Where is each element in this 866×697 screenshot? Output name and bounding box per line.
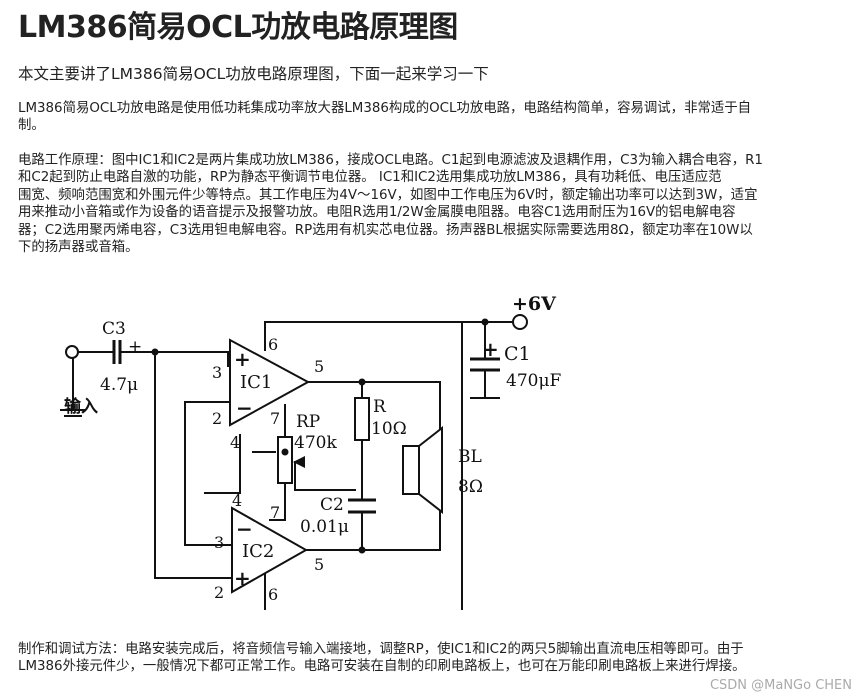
- article-title: LM386简易OCL功放电路原理图: [18, 10, 458, 45]
- watermark: CSDN @MaNGo CHEN: [709, 678, 852, 693]
- text-line: 围宽、频响范围宽和外围元件少等特点。其工作电压为4V～16V，如图中工作电压为6…: [18, 187, 758, 203]
- c1-value: 470μF: [506, 371, 561, 391]
- text-line: 电路工作原理：图中IC1和IC2是两片集成功放LM386，接成OCL电路。C1起…: [18, 153, 763, 168]
- r-resistor-symbol: [354, 397, 370, 441]
- rp-value: 470k: [294, 433, 337, 453]
- rp-wiper-arrow: [293, 456, 305, 468]
- input-label: 输入: [64, 396, 98, 417]
- rp-label: RP: [296, 412, 320, 432]
- c3-capacitor-symbol: [112, 340, 122, 364]
- intro-paragraph: LM386简易OCL功放电路是使用低功耗集成功率放大器LM386构成的OCL功放…: [18, 100, 863, 135]
- ic1-amplifier-symbol: [229, 338, 311, 427]
- c3-value: 4.7μ: [100, 375, 138, 395]
- ic1-minus-sign: −: [236, 396, 253, 420]
- bl-value: 8Ω: [458, 477, 483, 497]
- supply-label: +6V: [512, 293, 557, 315]
- pin-label: 3: [214, 533, 224, 552]
- input-terminal: [60, 345, 86, 417]
- c2-capacitor-symbol: [348, 498, 376, 514]
- supply-terminal: [512, 314, 528, 330]
- c1-plus-sign: +: [482, 337, 499, 361]
- article-lead: 本文主要讲了LM386简易OCL功放电路原理图，下面一起来学习一下: [18, 65, 489, 83]
- ic1-label: IC1: [240, 372, 272, 393]
- c3-plus-sign: +: [128, 337, 142, 357]
- speaker-symbol: [402, 425, 443, 515]
- bl-label: BL: [458, 447, 482, 467]
- r-label: R: [373, 397, 387, 417]
- text-line: 和C2起到防止电路自激的功能，RP为静态平衡调节电位器。 IC1和IC2选用集成…: [18, 170, 722, 186]
- pin-label: 5: [314, 357, 324, 376]
- text-line: 制。: [18, 118, 45, 134]
- c1-capacitor-symbol: [470, 357, 500, 372]
- c3-label: C3: [102, 319, 126, 339]
- r-value: 10Ω: [371, 419, 407, 439]
- pin-label: 2: [214, 583, 224, 602]
- c2-label: C2: [320, 495, 344, 515]
- pin-label: 6: [268, 335, 278, 354]
- ic2-amplifier-symbol: [231, 506, 309, 594]
- pin-label: 7: [270, 503, 280, 522]
- pin-label: 3: [212, 363, 222, 382]
- pin-label: 5: [314, 555, 324, 574]
- pin-label: 2: [212, 409, 222, 428]
- pin-label: 4: [232, 491, 242, 510]
- text-line: 下的扬声器或音箱。: [18, 240, 139, 256]
- c2-value: 0.01μ: [300, 517, 349, 537]
- ic1-plus-sign: +: [234, 347, 251, 371]
- pin-label: 7: [270, 409, 280, 428]
- text-line: LM386外接元件少，一般情况下都可正常工作。电路可安装在自制的印刷电路板上，也…: [18, 659, 746, 675]
- text-line: LM386简易OCL功放电路是使用低功耗集成功率放大器LM386构成的OCL功放…: [18, 101, 752, 116]
- text-line: 器；C2选用聚丙烯电容，C3选用钽电解电容。RP选用有机实芯电位器。扬声器BL根…: [18, 222, 753, 238]
- ic2-minus-sign: −: [236, 517, 253, 541]
- rp-potentiometer-symbol: [277, 436, 293, 484]
- c1-label: C1: [504, 343, 531, 365]
- principle-paragraph: 电路工作原理：图中IC1和IC2是两片集成功放LM386，接成OCL电路。C1起…: [18, 152, 866, 256]
- ic2-plus-sign: +: [234, 566, 251, 590]
- junction-dots: [151, 318, 489, 554]
- ic2-label: IC2: [242, 541, 274, 562]
- text-line: 用来推动小音箱或作为设备的语音提示及报警功放。电阻R选用1/2W金属膜电阻器。电…: [18, 205, 736, 221]
- assembly-paragraph: 制作和调试方法：电路安装完成后，将音频信号输入端接地，调整RP，使IC1和IC2…: [18, 641, 866, 676]
- pin-label: 4: [230, 433, 240, 452]
- pin-label: 6: [268, 585, 278, 604]
- text-line: 制作和调试方法：电路安装完成后，将音频信号输入端接地，调整RP，使IC1和IC2…: [18, 642, 744, 657]
- circuit-diagram: +6V 输入 C3 + 4.7μ + C1 470μF IC1 + − IC2 …: [60, 293, 561, 610]
